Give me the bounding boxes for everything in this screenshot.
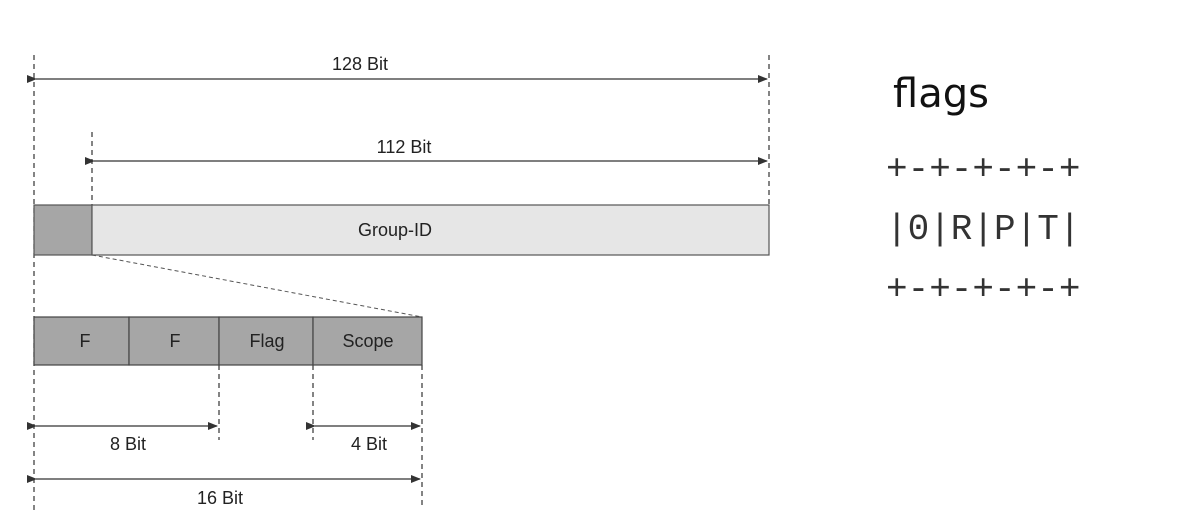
prefix-field-flag-label: Flag [249, 331, 284, 351]
group-id-box [91, 204, 770, 256]
flags-row: |0|R|P|T| [886, 209, 1081, 250]
first-byte-bits-label: 8 Bit [110, 434, 146, 454]
prefix-field-f1 [33, 316, 130, 366]
prefix-field-scope-label: Scope [342, 331, 393, 351]
scope-bits-label: 4 Bit [351, 434, 387, 454]
flags-border-top: +-+-+-+-+ [886, 149, 1081, 190]
flags-title: flags [893, 71, 989, 117]
zoom-projection-line [91, 254, 423, 318]
prefix-bits-label: 16 Bit [197, 488, 243, 508]
group-id-bits-label: 112 Bit [377, 137, 432, 157]
prefix-field-f1-label: F [80, 331, 91, 351]
prefix-box [33, 204, 93, 256]
prefix-field-scope [312, 316, 423, 366]
prefix-field-f2-label: F [170, 331, 181, 351]
flags-border-bottom: +-+-+-+-+ [886, 269, 1081, 310]
total-bits-label: 128 Bit [332, 54, 388, 74]
multicast-address-diagram: 128 Bit 112 Bit Group-ID F F Flag Scope … [27, 54, 770, 512]
group-id-label: Group-ID [358, 220, 432, 240]
